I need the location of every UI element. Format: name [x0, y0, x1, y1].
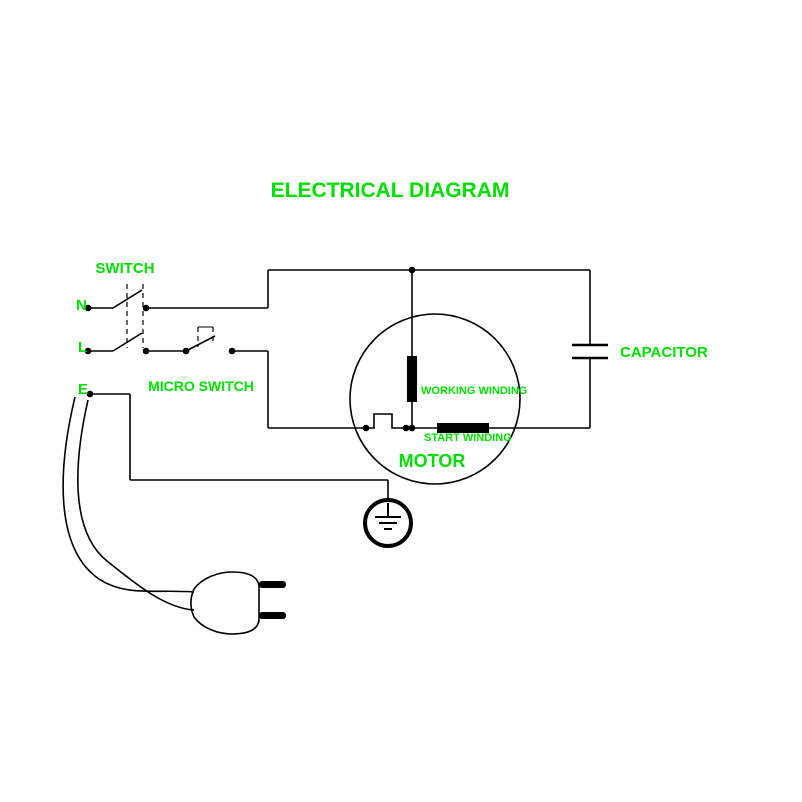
motor-circle — [349, 313, 521, 485]
junction-dot — [84, 304, 92, 312]
power-cord — [62, 396, 195, 611]
earth-terminal-label: E — [78, 381, 88, 398]
neutral-terminal-label: N — [76, 297, 87, 314]
working-winding-symbol — [407, 356, 417, 402]
working-winding-label: WORKING WINDING — [421, 385, 527, 397]
start-winding-label: START WINDING — [424, 432, 512, 444]
junction-dot — [84, 347, 92, 355]
centrifugal-switch-symbol — [366, 413, 437, 429]
junction-dot — [182, 347, 190, 355]
capacitor-symbol — [572, 343, 608, 360]
earth-ground-symbol — [363, 498, 413, 548]
switch-blade — [112, 289, 143, 309]
plug-body — [190, 571, 260, 635]
live-terminal-label: L — [78, 339, 87, 356]
junction-dots — [84, 266, 416, 432]
junction-dot — [86, 390, 94, 398]
junction-dot — [362, 424, 370, 432]
motor-symbol — [349, 313, 521, 485]
junction-dot — [228, 347, 236, 355]
junction-dot — [142, 347, 150, 355]
junction-dot — [408, 266, 416, 274]
junction-dot — [402, 424, 410, 432]
plug-pin — [259, 581, 286, 588]
micro-switch-label: MICRO SWITCH — [148, 378, 254, 394]
plug-pin — [259, 612, 286, 619]
cord-line — [77, 399, 195, 611]
diagram-labels: ELECTRICAL DIAGRAM SWITCH N L E MICRO SW… — [76, 179, 708, 471]
power-plug — [190, 571, 286, 635]
double-pole-switch-symbol — [112, 284, 144, 352]
cord-line — [62, 396, 195, 593]
start-winding-symbol — [437, 423, 489, 433]
ground-circle — [363, 498, 413, 548]
circuit-wires — [90, 269, 591, 500]
switch-blade — [185, 335, 216, 352]
junction-dot — [142, 304, 150, 312]
switch-label: SWITCH — [95, 260, 154, 277]
micro-switch-symbol — [185, 326, 216, 352]
junction-dot — [408, 424, 416, 432]
diagram-title: ELECTRICAL DIAGRAM — [271, 179, 510, 202]
capacitor-label: CAPACITOR — [620, 344, 708, 361]
motor-label: MOTOR — [399, 451, 466, 471]
